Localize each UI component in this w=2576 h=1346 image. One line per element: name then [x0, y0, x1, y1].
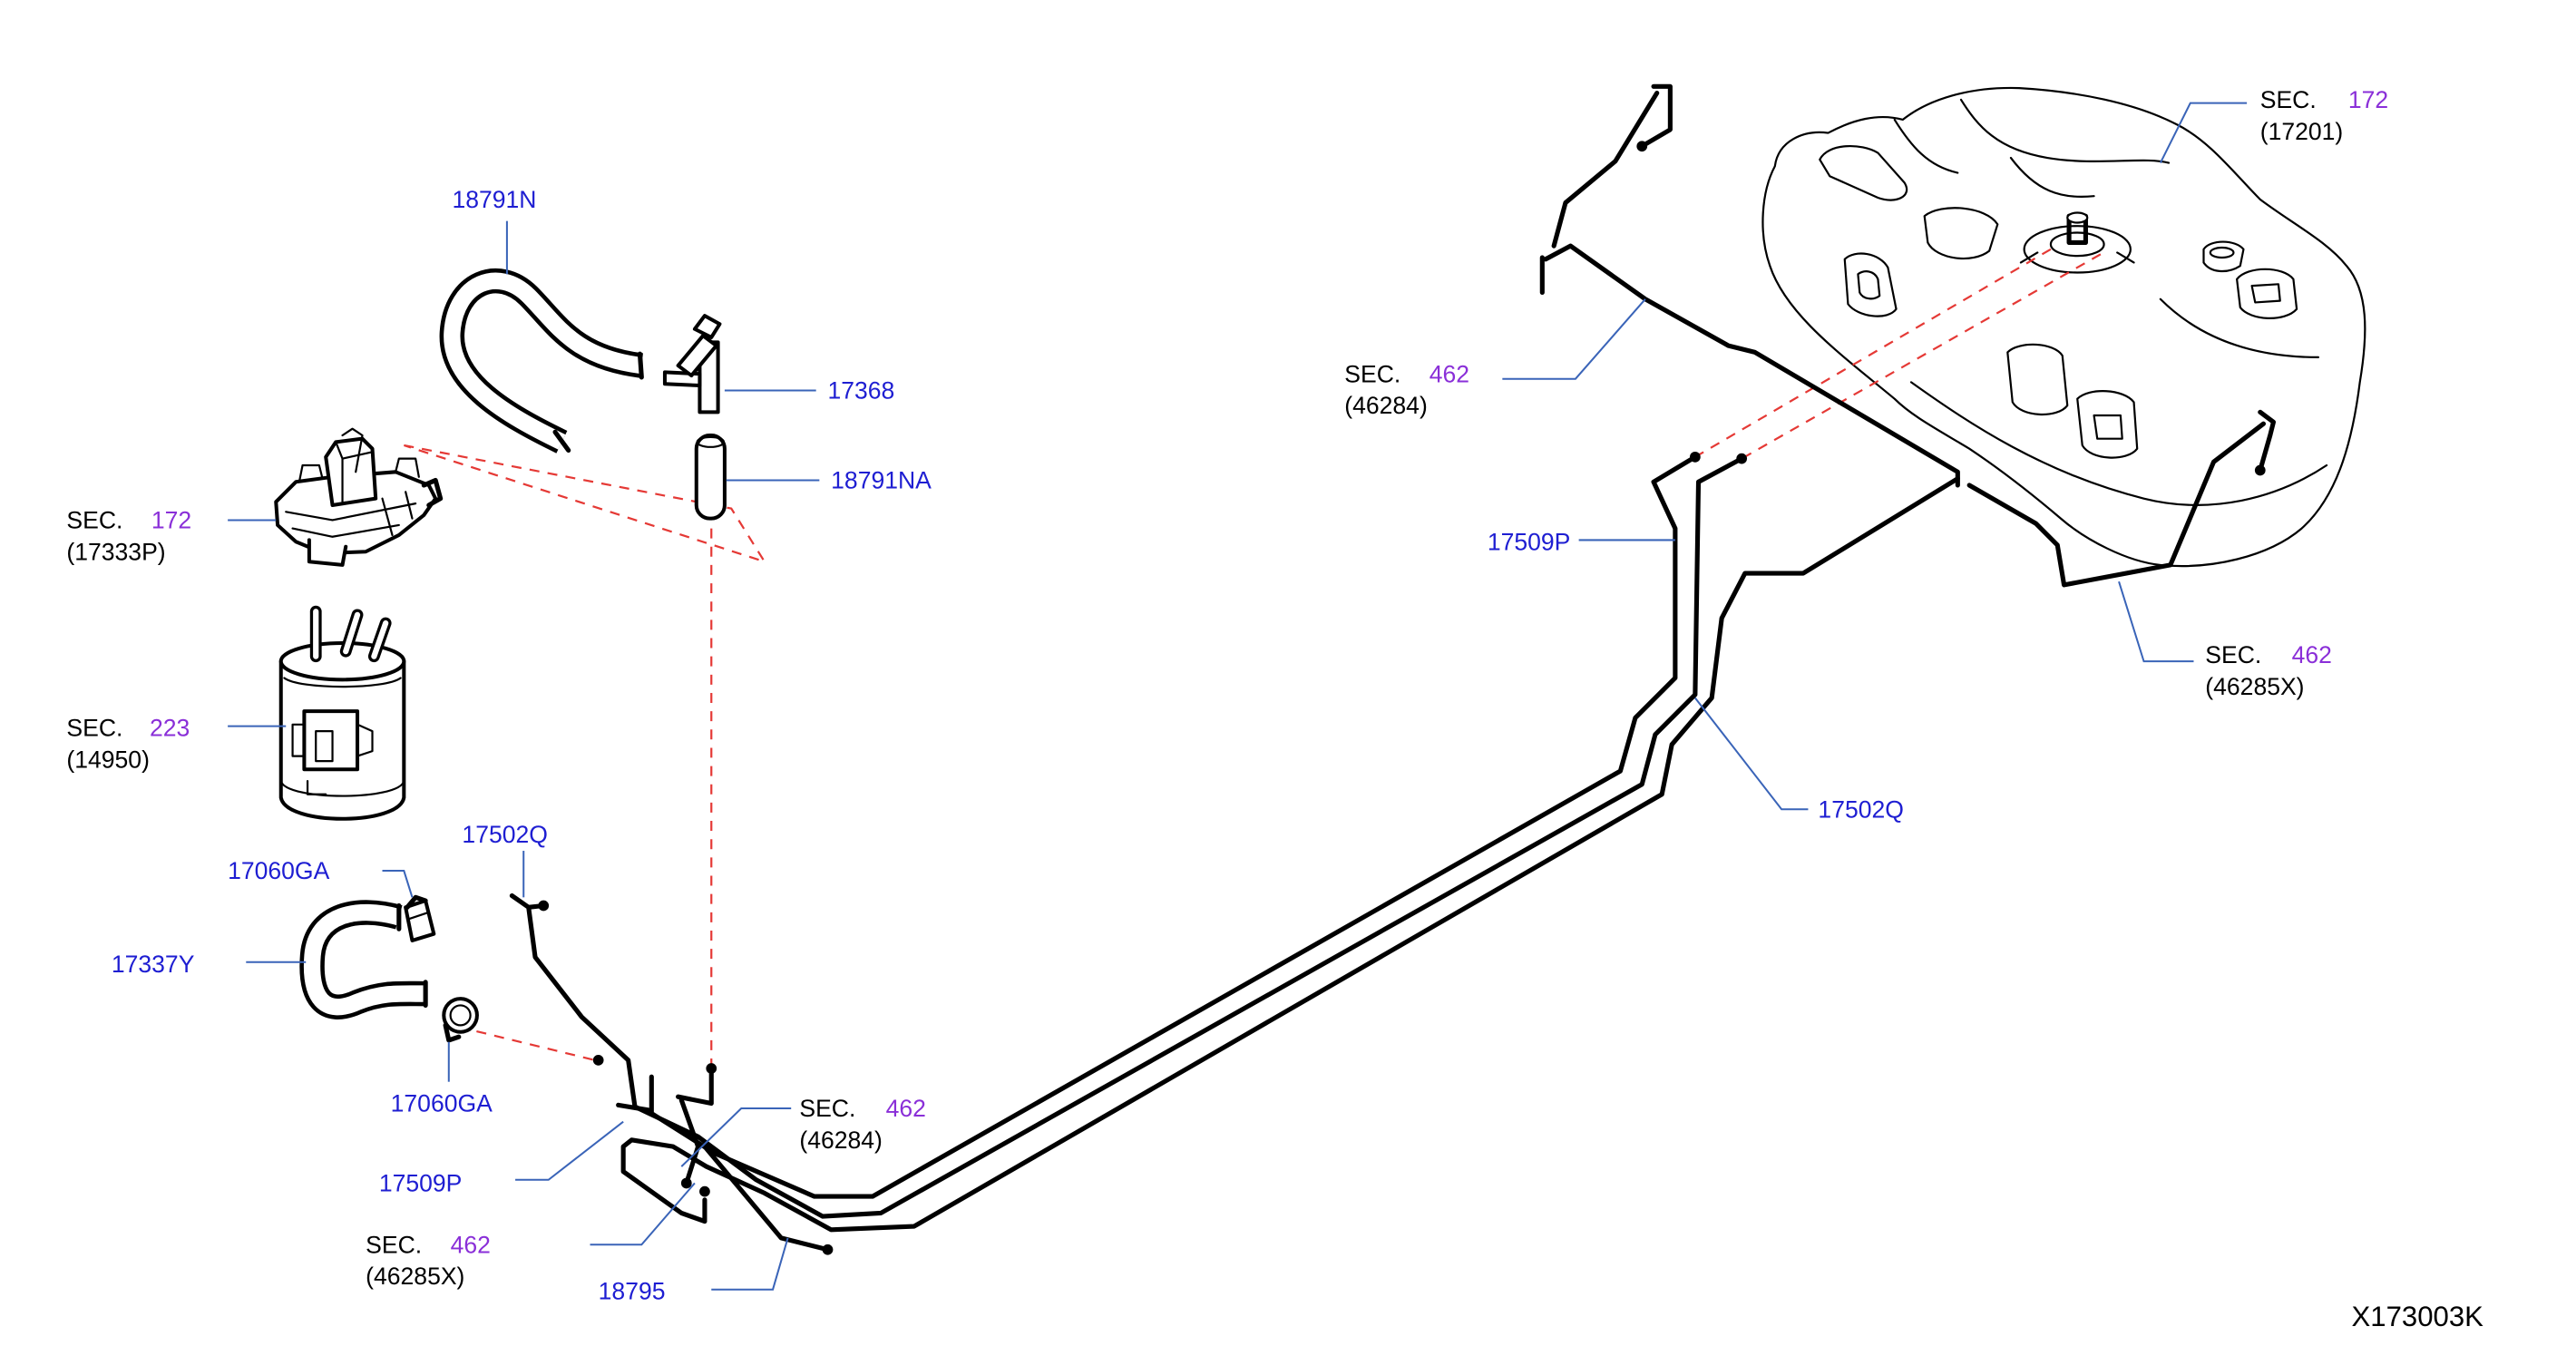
section-ref-prefix: SEC. — [2260, 86, 2317, 113]
tube-18795-drawing[interactable] — [702, 1144, 831, 1253]
tube-end-dot — [2254, 464, 2266, 476]
section-ref-part: (17201) — [2260, 118, 2344, 145]
tube-46285x-drawing[interactable] — [1966, 409, 2276, 588]
section-ref-tube-46284-left[interactable]: SEC. 462 (46284) — [799, 1095, 926, 1154]
tube-end-dot — [592, 1055, 604, 1066]
section-ref-part: (46285X) — [2205, 673, 2304, 700]
hose-18791na-drawing[interactable] — [694, 433, 727, 521]
tube-end-dot — [1690, 451, 1701, 463]
section-ref-prefix: SEC. — [1344, 360, 1400, 387]
callout-17509p-left[interactable]: 17509P — [379, 1170, 463, 1197]
pump-module-drawing[interactable] — [274, 427, 444, 567]
callout-17509p-right[interactable]: 17509P — [1488, 528, 1571, 555]
tube-46284-lower-drawing[interactable] — [620, 476, 1960, 1233]
section-ref-number[interactable]: 462 — [1429, 360, 1469, 387]
leader-lines — [228, 102, 2248, 1291]
hose-18791n-drawing[interactable] — [439, 268, 644, 454]
section-ref-number[interactable]: 172 — [2348, 86, 2388, 113]
tube-end-dot — [822, 1244, 834, 1255]
diagram-code: X173003K — [2352, 1301, 2484, 1332]
tube-end-dot — [680, 1177, 692, 1189]
callout-17060ga-upper[interactable]: 17060GA — [228, 857, 329, 884]
section-ref-part: (17333P) — [66, 538, 165, 565]
callout-17060ga-lower[interactable]: 17060GA — [391, 1090, 493, 1117]
section-ref-prefix: SEC. — [66, 715, 122, 742]
section-ref-part: (14950) — [66, 746, 150, 773]
callout-18791na[interactable]: 18791NA — [831, 467, 932, 494]
connector-17368-drawing[interactable] — [662, 314, 722, 415]
tube-46284-upper-drawing[interactable] — [1539, 83, 1960, 488]
callout-17368[interactable]: 17368 — [828, 377, 895, 405]
tube-end-dot — [1636, 141, 1648, 152]
section-ref-prefix: SEC. — [66, 507, 122, 534]
section-ref-number[interactable]: 462 — [2292, 641, 2332, 668]
tube-end-dot — [538, 900, 550, 912]
clamp-17060ga-lower-drawing[interactable] — [442, 997, 479, 1043]
callout-17337y[interactable]: 17337Y — [112, 951, 195, 978]
section-ref-prefix: SEC. — [366, 1231, 422, 1258]
section-ref-canister[interactable]: SEC. 223 (14950) — [66, 715, 190, 774]
section-ref-number[interactable]: 462 — [886, 1095, 926, 1122]
callout-17502q-left[interactable]: 17502Q — [462, 821, 547, 848]
section-ref-number[interactable]: 223 — [150, 715, 190, 742]
section-ref-tube-46285x-left[interactable]: SEC. 462 (46285X) — [366, 1231, 491, 1290]
guide-lines — [403, 248, 2102, 1064]
section-ref-tube-46284-right[interactable]: SEC. 462 (46284) — [1344, 360, 1469, 419]
tube-end-dot — [706, 1063, 717, 1074]
section-ref-tube-46285x-right[interactable]: SEC. 462 (46285X) — [2205, 641, 2332, 700]
canister-drawing[interactable] — [278, 605, 406, 821]
fuel-tank-drawing[interactable] — [1761, 86, 2366, 568]
section-ref-prefix: SEC. — [799, 1095, 855, 1122]
section-ref-fuel-tank[interactable]: SEC. 172 (17201) — [2260, 86, 2388, 145]
tube-end-dot — [1736, 453, 1748, 464]
callout-18791n[interactable]: 18791N — [452, 186, 536, 213]
section-ref-part: (46285X) — [366, 1263, 464, 1290]
tube-end-dot — [699, 1185, 710, 1197]
section-ref-part: (46284) — [799, 1127, 883, 1154]
callout-17502q-right[interactable]: 17502Q — [1818, 795, 1903, 823]
section-ref-pump-module[interactable]: SEC. 172 (17333P) — [66, 507, 191, 566]
section-ref-part: (46284) — [1344, 392, 1428, 419]
section-ref-number[interactable]: 172 — [151, 507, 191, 534]
section-ref-prefix: SEC. — [2205, 641, 2261, 668]
callout-18795[interactable]: 18795 — [599, 1278, 666, 1305]
tube-end-dots — [538, 141, 2266, 1255]
section-ref-number[interactable]: 462 — [451, 1231, 491, 1258]
hose-17337y-drawing[interactable] — [299, 900, 428, 1019]
clamp-17060ga-upper-drawing[interactable] — [404, 894, 436, 942]
